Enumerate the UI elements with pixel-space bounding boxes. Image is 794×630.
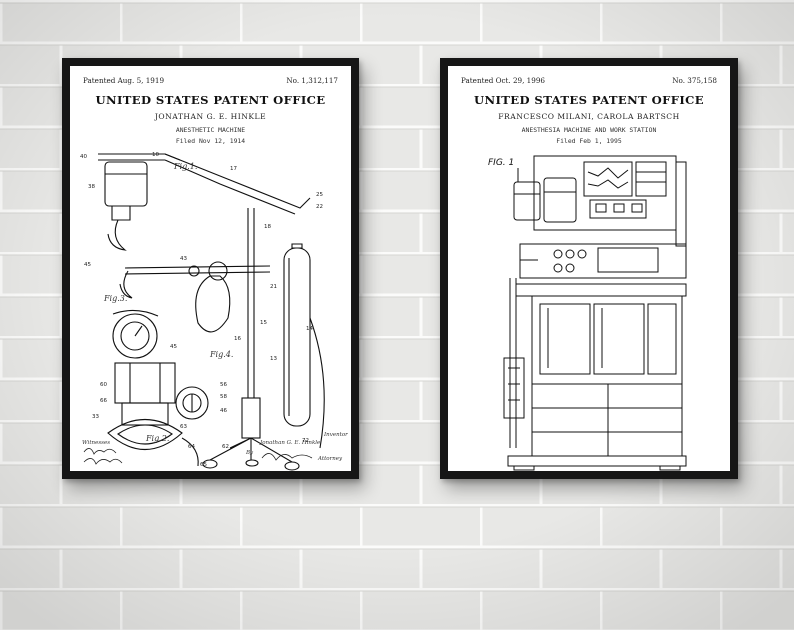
inventor-name: JONATHAN G. E. HINKLE xyxy=(154,112,267,121)
svg-text:62: 62 xyxy=(222,444,229,450)
fig1-label: FIG. 1 xyxy=(488,158,515,168)
svg-text:10: 10 xyxy=(152,152,159,158)
svg-text:21: 21 xyxy=(270,284,277,290)
svg-text:16: 16 xyxy=(234,336,241,342)
svg-text:38: 38 xyxy=(88,184,95,190)
svg-text:60: 60 xyxy=(100,382,107,388)
patent-number: No. 375,158 xyxy=(672,76,717,85)
filed-date: Filed Feb 1, 1995 xyxy=(556,137,622,145)
patented-date: Patented Oct. 29, 1996 xyxy=(461,76,545,85)
patented-date: Patented Aug. 5, 1919 xyxy=(83,76,165,85)
fig2-label: Fig.2. xyxy=(146,434,170,443)
svg-text:65: 65 xyxy=(200,462,207,468)
left-poster-header: Patented Aug. 5, 1919 No. 1,312,117 xyxy=(83,76,338,90)
patent-office-title: UNITED STATES PATENT OFFICE xyxy=(95,93,326,107)
fig3-label: Fig.3. xyxy=(104,294,128,303)
inventor-signature-label: Jonathan G. E. Hinkle xyxy=(260,440,321,446)
svg-text:40: 40 xyxy=(80,154,87,160)
anesthetic-machine-drawing: 40 10 17 38 25 22 18 43 45 21 15 13 14 16 45 56 58 4… xyxy=(80,152,325,471)
svg-text:45: 45 xyxy=(84,262,91,268)
svg-text:15: 15 xyxy=(260,320,267,326)
svg-text:17: 17 xyxy=(230,166,237,172)
inventor-name: FRANCESCO MILANI, CAROLA BARTSCH xyxy=(498,112,680,121)
fig4-label: Fig.4. xyxy=(210,350,234,359)
svg-text:43: 43 xyxy=(180,256,187,262)
anesthesia-workstation-drawing xyxy=(503,155,687,471)
by-label: By xyxy=(246,450,254,456)
fig1-label: Fig.1. xyxy=(174,162,198,171)
svg-text:45: 45 xyxy=(170,344,177,350)
right-poster-paper: Patented Oct. 29, 1996 No. 375,158 UNITE… xyxy=(448,66,730,471)
svg-text:72: 72 xyxy=(302,438,309,444)
svg-text:22: 22 xyxy=(316,204,323,210)
svg-text:14: 14 xyxy=(306,326,313,332)
svg-text:13: 13 xyxy=(270,356,277,362)
attorney-caption: Attorney xyxy=(318,456,343,462)
witnesses-caption: Witnesses xyxy=(82,440,111,446)
patent-office-title: UNITED STATES PATENT OFFICE xyxy=(473,93,705,107)
svg-text:58: 58 xyxy=(220,394,227,400)
patent-subject: ANESTHESIA MACHINE AND WORK STATION xyxy=(521,126,657,134)
patent-number: No. 1,312,117 xyxy=(286,76,338,85)
svg-text:56: 56 xyxy=(220,382,227,388)
svg-text:66: 66 xyxy=(100,398,107,404)
patent-subject: ANESTHETIC MACHINE xyxy=(175,126,246,134)
left-poster-frame: Patented Aug. 5, 1919 No. 1,312,117 UNIT… xyxy=(62,58,359,479)
svg-text:64: 64 xyxy=(188,444,195,450)
svg-text:33: 33 xyxy=(92,414,99,420)
svg-text:46: 46 xyxy=(220,408,227,414)
right-poster-header: Patented Oct. 29, 1996 No. 375,158 xyxy=(461,76,717,90)
signatures-drawing xyxy=(83,448,313,465)
svg-text:63: 63 xyxy=(180,424,187,430)
right-poster-frame: Patented Oct. 29, 1996 No. 375,158 UNITE… xyxy=(440,58,738,479)
inventor-caption: Inventor xyxy=(324,432,348,438)
filed-date: Filed Nov 12, 1914 xyxy=(175,137,246,145)
svg-text:25: 25 xyxy=(316,192,323,198)
svg-text:18: 18 xyxy=(264,224,271,230)
left-poster-paper: Patented Aug. 5, 1919 No. 1,312,117 UNIT… xyxy=(70,66,351,471)
